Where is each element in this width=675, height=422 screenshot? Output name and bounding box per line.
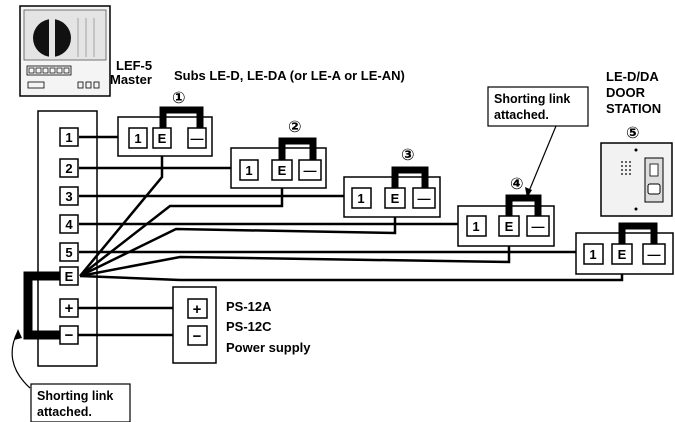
svg-text:—: — — [304, 163, 317, 178]
master-terminal-5 — [59, 242, 79, 262]
svg-text:E: E — [505, 219, 514, 234]
door-station-label-line3: STATION — [606, 101, 661, 116]
svg-text:E: E — [65, 269, 74, 284]
svg-text:Shorting link: Shorting link — [37, 389, 113, 403]
svg-text:attached.: attached. — [494, 108, 549, 122]
sub-station-2: ② 1 E — — [230, 119, 327, 189]
sub-station-4: ④ 1 E — — [457, 176, 555, 247]
shorting-link — [505, 194, 542, 216]
master-terminal-plus — [59, 298, 79, 318]
svg-text:—: — — [191, 131, 204, 146]
sub-station-3: ③ 1 E — — [343, 147, 441, 218]
master-label-line1: LEF-5 — [116, 58, 152, 73]
svg-text:—: — — [418, 191, 431, 206]
svg-text:attached.: attached. — [37, 405, 92, 419]
master-shorting-link — [23, 271, 68, 340]
svg-text:1: 1 — [245, 163, 252, 178]
shorting-link — [391, 166, 429, 188]
svg-text:−: − — [65, 327, 74, 344]
circle-number-2: ② — [288, 119, 302, 136]
master-unit-illustration — [19, 5, 111, 97]
master-label-line2: Master — [110, 72, 152, 87]
door-station-label-line2: DOOR — [606, 85, 646, 100]
shorting-link-callout-top: Shorting link attached. — [487, 86, 589, 198]
svg-text:1: 1 — [589, 247, 596, 262]
svg-text:4: 4 — [65, 217, 73, 232]
shorting-link-callout-bottom: Shorting link attached. — [11, 329, 131, 422]
power-label-line3: Power supply — [226, 340, 311, 355]
master-terminals: 1 2 3 4 5 E + − — [59, 127, 79, 345]
power-label-line1: PS-12A — [226, 299, 272, 314]
door-station-terminal-block: 1 E — — [575, 222, 674, 275]
shorting-link — [278, 137, 317, 160]
master-terminal-4 — [59, 214, 79, 234]
master-terminal-1 — [59, 127, 79, 147]
svg-text:Shorting link: Shorting link — [494, 92, 570, 106]
svg-text:—: — — [532, 219, 545, 234]
svg-text:5: 5 — [65, 245, 72, 260]
power-terminal-plus — [187, 298, 208, 319]
svg-text:2: 2 — [65, 161, 72, 176]
sub-station-1: ① 1 E — — [117, 90, 213, 157]
svg-text:−: − — [193, 328, 202, 345]
circle-number-1: ① — [172, 90, 186, 107]
master-terminal-minus — [59, 325, 79, 345]
svg-text:E: E — [618, 247, 627, 262]
door-station-label-line1: LE-D/DA — [606, 69, 659, 84]
svg-text:1: 1 — [472, 219, 479, 234]
circle-number-3: ③ — [401, 147, 415, 164]
power-supply: + − PS-12A PS-12C Power supply — [172, 286, 311, 364]
svg-text:1: 1 — [134, 131, 141, 146]
master-terminal-e — [59, 266, 79, 286]
svg-text:+: + — [65, 300, 74, 317]
master-terminal-2 — [59, 158, 79, 178]
shorting-link — [618, 222, 658, 244]
svg-text:E: E — [278, 163, 287, 178]
svg-text:E: E — [391, 191, 400, 206]
power-label-line2: PS-12C — [226, 319, 272, 334]
svg-text:3: 3 — [65, 189, 72, 204]
svg-text:+: + — [193, 301, 202, 318]
svg-text:1: 1 — [65, 130, 72, 145]
svg-text:1: 1 — [357, 191, 364, 206]
svg-text:E: E — [158, 131, 167, 146]
subs-label: Subs LE-D, LE-DA (or LE-A or LE-AN) — [174, 68, 405, 83]
power-terminal-minus — [187, 325, 208, 346]
master-terminal-strip — [37, 110, 98, 367]
svg-text:—: — — [648, 247, 661, 262]
master-terminal-3 — [59, 186, 79, 206]
circle-number-5: ⑤ — [626, 125, 640, 142]
shorting-link — [159, 106, 204, 128]
circle-number-4: ④ — [510, 176, 524, 193]
door-station-illustration — [600, 142, 673, 217]
